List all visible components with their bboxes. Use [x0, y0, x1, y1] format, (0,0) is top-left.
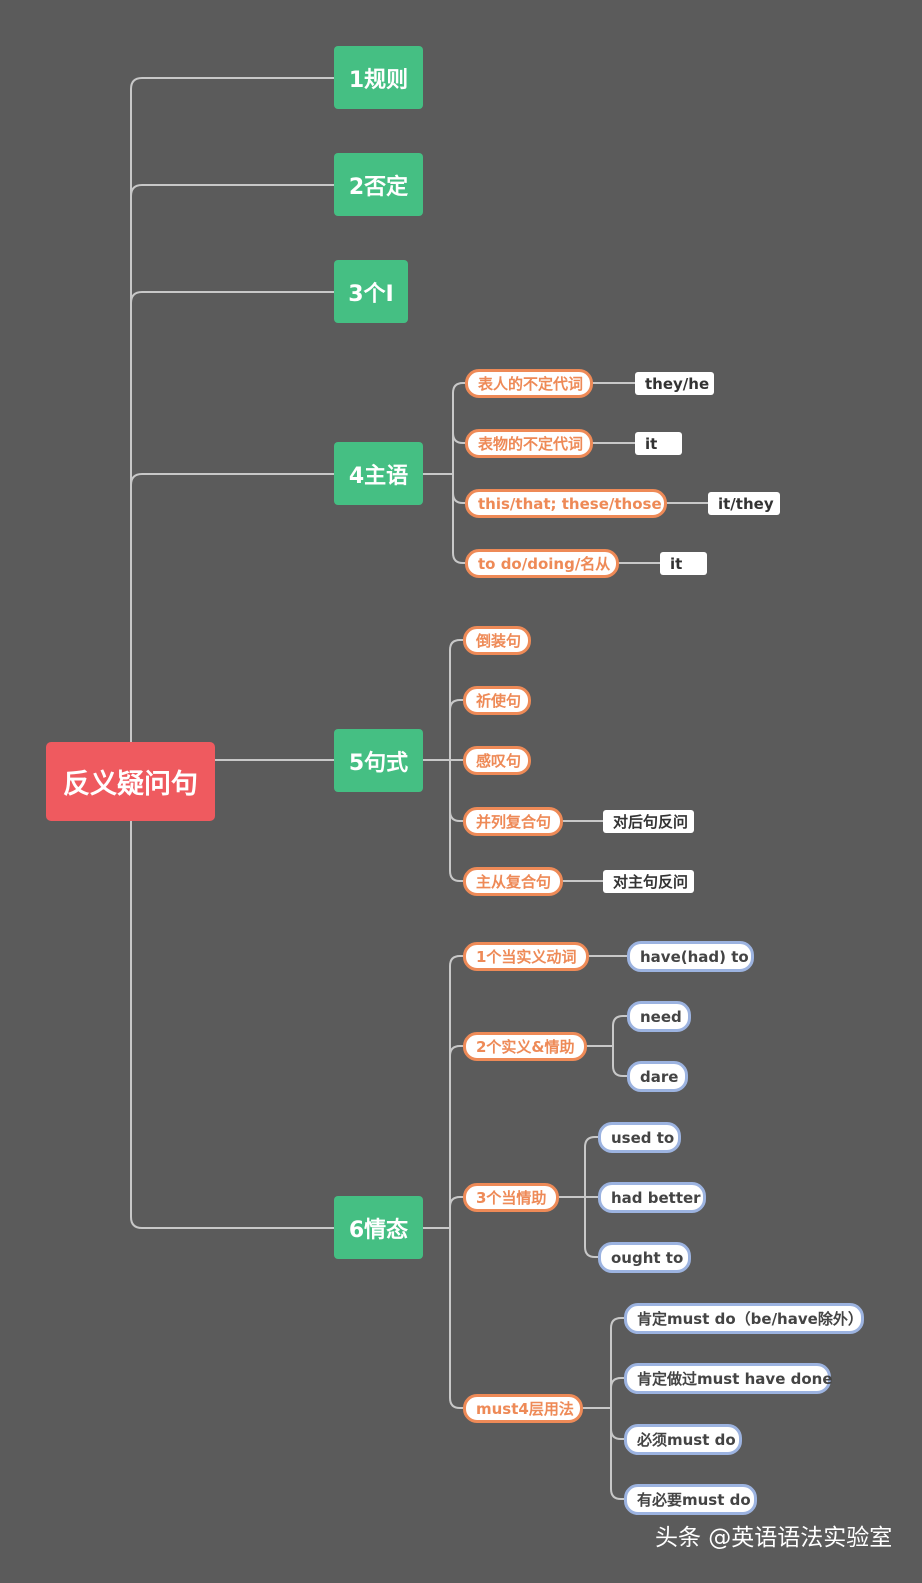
node-label: 表物的不定代词 [478, 435, 584, 453]
modal-ought-to[interactable]: ought to [598, 1242, 691, 1273]
node-label: it [645, 434, 658, 453]
branch-3-i[interactable]: 3个I [334, 260, 408, 323]
sentence-compound[interactable]: 并列复合句 [463, 807, 563, 836]
node-label: they/he [645, 374, 710, 393]
node-label: dare [640, 1067, 679, 1086]
node-label: 倒装句 [476, 632, 522, 650]
node-label: it [670, 554, 683, 573]
modal-auxiliary[interactable]: 3个当情助 [463, 1183, 559, 1212]
sentence-imperative[interactable]: 祈使句 [463, 686, 531, 715]
node-label: had better [611, 1188, 701, 1207]
modal-had-better[interactable]: had better [598, 1182, 706, 1213]
sentence-complex-tag[interactable]: 对主句反问 [603, 870, 694, 893]
subject-demonstrative-tag[interactable]: it/they [708, 492, 780, 515]
modal-must-usage[interactable]: must4层用法 [463, 1394, 583, 1423]
node-label: have(had) to [640, 947, 749, 966]
branch-4-subject[interactable]: 4主语 [334, 442, 423, 505]
node-label: this/that; these/those [478, 494, 662, 513]
branch-1-rules[interactable]: 1规则 [334, 46, 423, 109]
branch-label: 4主语 [348, 463, 409, 489]
node-label: ought to [611, 1248, 684, 1267]
node-label: need [640, 1007, 682, 1026]
sentence-exclamatory[interactable]: 感叹句 [463, 746, 531, 775]
modal-dare[interactable]: dare [627, 1061, 688, 1092]
branch-6-modal[interactable]: 6情态 [334, 1196, 423, 1259]
node-label: 主从复合句 [476, 873, 552, 891]
subject-todo-doing[interactable]: to do/doing/名从 [465, 549, 619, 578]
node-label: 对主句反问 [613, 873, 689, 891]
subject-thing-pronoun[interactable]: 表物的不定代词 [465, 429, 593, 458]
branch-label: 2否定 [348, 174, 409, 200]
node-label: 1个当实义动词 [476, 948, 577, 966]
node-label: 表人的不定代词 [478, 375, 584, 393]
node-label: 并列复合句 [476, 813, 552, 831]
branch-2-negation[interactable]: 2否定 [334, 153, 423, 216]
node-label: 3个当情助 [476, 1189, 547, 1207]
sentence-complex[interactable]: 主从复合句 [463, 867, 563, 896]
modal-have-to[interactable]: have(had) to [627, 941, 754, 972]
branch-label: 5句式 [348, 750, 409, 776]
node-label: to do/doing/名从 [478, 555, 611, 573]
node-label: 2个实义&情助 [476, 1038, 575, 1056]
node-label: must4层用法 [476, 1400, 574, 1418]
watermark-text: 头条 @英语语法实验室 [655, 1525, 893, 1551]
sentence-inversion[interactable]: 倒装句 [463, 626, 531, 655]
node-label: 对后句反问 [613, 813, 689, 831]
sentence-compound-tag[interactable]: 对后句反问 [603, 810, 694, 833]
node-label: it/they [718, 494, 774, 513]
node-label: 必须must do [637, 1431, 736, 1449]
modal-must-do[interactable]: 必须must do [624, 1424, 742, 1455]
modal-must-necessary[interactable]: 有必要must do [624, 1484, 757, 1515]
node-label: used to [611, 1128, 675, 1147]
node-label: 有必要must do [637, 1491, 751, 1509]
subject-person-tag[interactable]: they/he [635, 372, 714, 395]
node-label: 感叹句 [476, 752, 522, 770]
subject-demonstrative[interactable]: this/that; these/those [465, 489, 667, 518]
modal-must-have-done[interactable]: 肯定做过must have done [624, 1363, 833, 1394]
subject-thing-tag[interactable]: it [635, 432, 682, 455]
node-label: 肯定must do（be/have除外） [637, 1310, 863, 1328]
branch-label: 1规则 [348, 67, 409, 93]
node-label: 祈使句 [476, 692, 522, 710]
modal-dual-use[interactable]: 2个实义&情助 [463, 1032, 587, 1061]
root-label: 反义疑问句 [63, 769, 198, 800]
branch-5-sentence[interactable]: 5句式 [334, 729, 423, 792]
root-node[interactable]: 反义疑问句 [46, 742, 215, 821]
branch-label: 6情态 [348, 1217, 409, 1243]
modal-need[interactable]: need [627, 1001, 691, 1032]
subject-todo-tag[interactable]: it [660, 552, 707, 575]
branch-label: 3个I [348, 281, 394, 307]
modal-must-affirm[interactable]: 肯定must do（be/have除外） [624, 1303, 864, 1334]
modal-used-to[interactable]: used to [598, 1122, 681, 1153]
modal-notional-verb[interactable]: 1个当实义动词 [463, 942, 589, 971]
subject-person-pronoun[interactable]: 表人的不定代词 [465, 369, 593, 398]
node-label: 肯定做过must have done [637, 1370, 833, 1388]
